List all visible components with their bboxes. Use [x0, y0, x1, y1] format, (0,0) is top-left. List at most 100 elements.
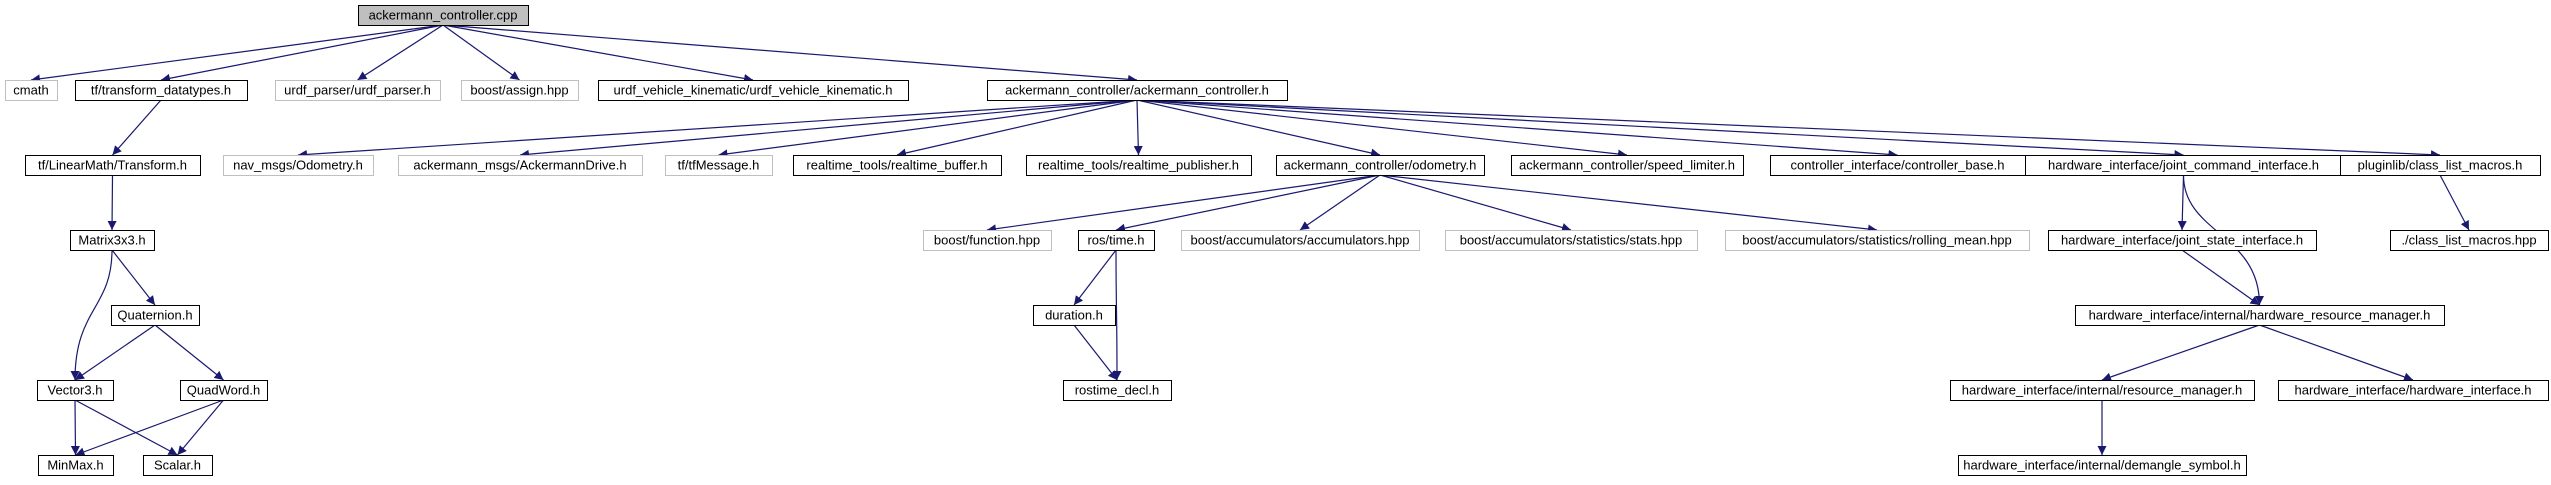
edge-root-to-cmath: [30, 24, 444, 84]
node-boost-accumulators-accumulators-hpp: boost/accumulators/accumulators.hpp: [1181, 230, 1420, 251]
node-box: [665, 155, 773, 176]
node-minmax-h[interactable]: MinMax.h: [38, 455, 114, 476]
node-label: hardware_interface/joint_state_interface…: [2061, 233, 2303, 248]
edge-quaternion-to-vector3: [74, 324, 156, 381]
node-label: pluginlib/class_list_macros.h: [2358, 158, 2523, 173]
node-class-list-macros-hpp[interactable]: ./class_list_macros.hpp: [2390, 230, 2549, 251]
node-label: Scalar.h: [154, 458, 201, 473]
edge-vector3-to-minmax: [70, 399, 80, 456]
edge-quaternion-to-quadword: [154, 324, 224, 381]
node-pluginlib-class-list-macros-h[interactable]: pluginlib/class_list_macros.h: [2340, 155, 2541, 176]
edge-root-to-urdf-parser: [357, 24, 444, 81]
node-label: hardware_interface/internal/demangle_sym…: [1963, 458, 2241, 473]
node-label: hardware_interface/internal/resource_man…: [1962, 383, 2242, 398]
edge-ackermann-controller-h-to-class-list-macros: [1136, 99, 2441, 160]
edge-ackermann-controller-h-to-speed-limiter: [1136, 99, 1628, 159]
edge-duration-to-rostime-decl: [1073, 324, 1118, 381]
node-quaternion-h[interactable]: Quaternion.h: [111, 305, 200, 326]
node-label: controller_interface/controller_base.h: [1791, 158, 2005, 173]
node-controller-interface-controller-base-h[interactable]: controller_interface/controller_base.h: [1770, 155, 2026, 176]
node-duration-h[interactable]: duration.h: [1033, 305, 1116, 326]
node-quadword-h[interactable]: QuadWord.h: [180, 380, 268, 401]
node-scalar-h[interactable]: Scalar.h: [143, 455, 213, 476]
node-box: [1950, 380, 2255, 401]
node-label: boost/accumulators/accumulators.hpp: [1191, 233, 1410, 248]
node-label: ackermann_controller/speed_limiter.h: [1519, 158, 1735, 173]
node-label: rostime_decl.h: [1075, 383, 1160, 398]
node-box: [461, 80, 579, 101]
edge-vector3-to-scalar: [74, 399, 178, 456]
edge-quadword-to-minmax: [75, 399, 224, 457]
node-box: [1958, 455, 2247, 476]
node-vector3-h[interactable]: Vector3.h: [37, 380, 114, 401]
node-ackermann-msgs-ackermanndrive-h: ackermann_msgs/AckermannDrive.h: [398, 155, 643, 176]
edge-matrix3x3-to-quaternion: [111, 249, 156, 306]
edge-ackermann-controller-h-to-joint-command: [1136, 99, 2184, 160]
node-label: ./class_list_macros.hpp: [2401, 233, 2536, 248]
node-label: duration.h: [1045, 308, 1103, 323]
edge-root-to-boost-assign: [442, 24, 520, 81]
node-ackermann-controller-cpp[interactable]: ackermann_controller.cpp: [358, 5, 529, 26]
node-label: ros/time.h: [1087, 233, 1144, 248]
node-label: boost/accumulators/statistics/stats.hpp: [1460, 233, 1683, 248]
node-nav-msgs-odometry-h: nav_msgs/Odometry.h: [223, 155, 374, 176]
node-label: tf/transform_datatypes.h: [91, 83, 231, 98]
edge-layer: [30, 24, 2470, 457]
node-box: [1181, 230, 1420, 251]
node-boost-accumulators-statistics-stats-hpp: boost/accumulators/statistics/stats.hpp: [1445, 230, 1698, 251]
node-hardware-interface-joint-state-interface-h[interactable]: hardware_interface/joint_state_interface…: [2048, 230, 2317, 251]
edge-ackermann-controller-h-to-tf-message: [718, 99, 1138, 159]
edge-root-to-ackermann-controller-h: [442, 24, 1138, 84]
node-realtime-tools-realtime-buffer-h[interactable]: realtime_tools/realtime_buffer.h: [793, 155, 1002, 176]
node-realtime-tools-realtime-publisher-h[interactable]: realtime_tools/realtime_publisher.h: [1026, 155, 1252, 176]
node-tf-linearmath-transform-h[interactable]: tf/LinearMath/Transform.h: [25, 155, 201, 176]
node-box: [2075, 305, 2445, 326]
edge-ackermann-controller-h-to-nav-msgs: [297, 99, 1138, 159]
edge-tf-transform-to-matrix3x3: [107, 174, 117, 231]
node-box: [398, 155, 643, 176]
node-box: [2390, 230, 2549, 251]
node-box: [5, 80, 58, 101]
node-hardware-interface-internal-hardware-resource-manager-h[interactable]: hardware_interface/internal/hardware_res…: [2075, 305, 2445, 326]
node-box: [143, 455, 213, 476]
node-ackermann-controller-odometry-h[interactable]: ackermann_controller/odometry.h: [1276, 155, 1485, 176]
node-tf-transform-datatypes-h[interactable]: tf/transform_datatypes.h: [75, 80, 248, 101]
node-hardware-interface-joint-command-interface-h[interactable]: hardware_interface/joint_command_interfa…: [2025, 155, 2343, 176]
edge-ackermann-controller-h-to-controller-base: [1136, 99, 1898, 159]
edge-ros-time-to-duration: [1073, 249, 1117, 306]
node-label: boost/assign.hpp: [470, 83, 568, 98]
node-hardware-interface-internal-demangle-symbol-h[interactable]: hardware_interface/internal/demangle_sym…: [1958, 455, 2247, 476]
edge-odometry-to-boost-function: [986, 174, 1381, 234]
node-matrix3x3-h[interactable]: Matrix3x3.h: [70, 230, 155, 251]
node-rostime-decl-h[interactable]: rostime_decl.h: [1063, 380, 1172, 401]
node-box: [987, 80, 1288, 101]
node-tf-tfmessage-h: tf/tfMessage.h: [665, 155, 773, 176]
edge-root-to-tf-transform-datatypes: [160, 24, 444, 83]
node-box: [598, 80, 909, 101]
node-ackermann-controller-ackermann-controller-h[interactable]: ackermann_controller/ackermann_controlle…: [987, 80, 1288, 101]
node-cmath: cmath: [5, 80, 58, 101]
node-box: [358, 5, 529, 26]
node-label: boost/function.hpp: [934, 233, 1040, 248]
node-box: [923, 230, 1052, 251]
node-urdf-vehicle-kinematic-urdf-vehicle-kinematic-h[interactable]: urdf_vehicle_kinematic/urdf_vehicle_kine…: [598, 80, 909, 101]
edge-ackermann-controller-h-to-rt-buffer: [896, 99, 1138, 158]
node-box: [1511, 155, 1744, 176]
node-label: tf/tfMessage.h: [678, 158, 760, 173]
edge-joint-state-to-hw-resource-manager: [2181, 249, 2260, 306]
node-boost-assign-hpp: boost/assign.hpp: [461, 80, 579, 101]
node-label: urdf_parser/urdf_parser.h: [284, 83, 431, 98]
node-ackermann-controller-speed-limiter-h[interactable]: ackermann_controller/speed_limiter.h: [1511, 155, 1744, 176]
node-hardware-interface-internal-resource-manager-h[interactable]: hardware_interface/internal/resource_man…: [1950, 380, 2255, 401]
node-label: boost/accumulators/statistics/rolling_me…: [1742, 233, 2012, 248]
edge-class-list-macros-to-class-list-macros-hpp: [2439, 174, 2470, 231]
node-box: [275, 80, 441, 101]
edge-odometry-to-stats: [1379, 174, 1572, 232]
node-label: ackermann_controller.cpp: [369, 8, 518, 23]
node-box: [25, 155, 201, 176]
node-label: MinMax.h: [47, 458, 103, 473]
node-label: cmath: [13, 83, 48, 98]
node-hardware-interface-hardware-interface-h[interactable]: hardware_interface/hardware_interface.h: [2278, 380, 2549, 401]
node-ros-time-h[interactable]: ros/time.h: [1078, 230, 1155, 251]
